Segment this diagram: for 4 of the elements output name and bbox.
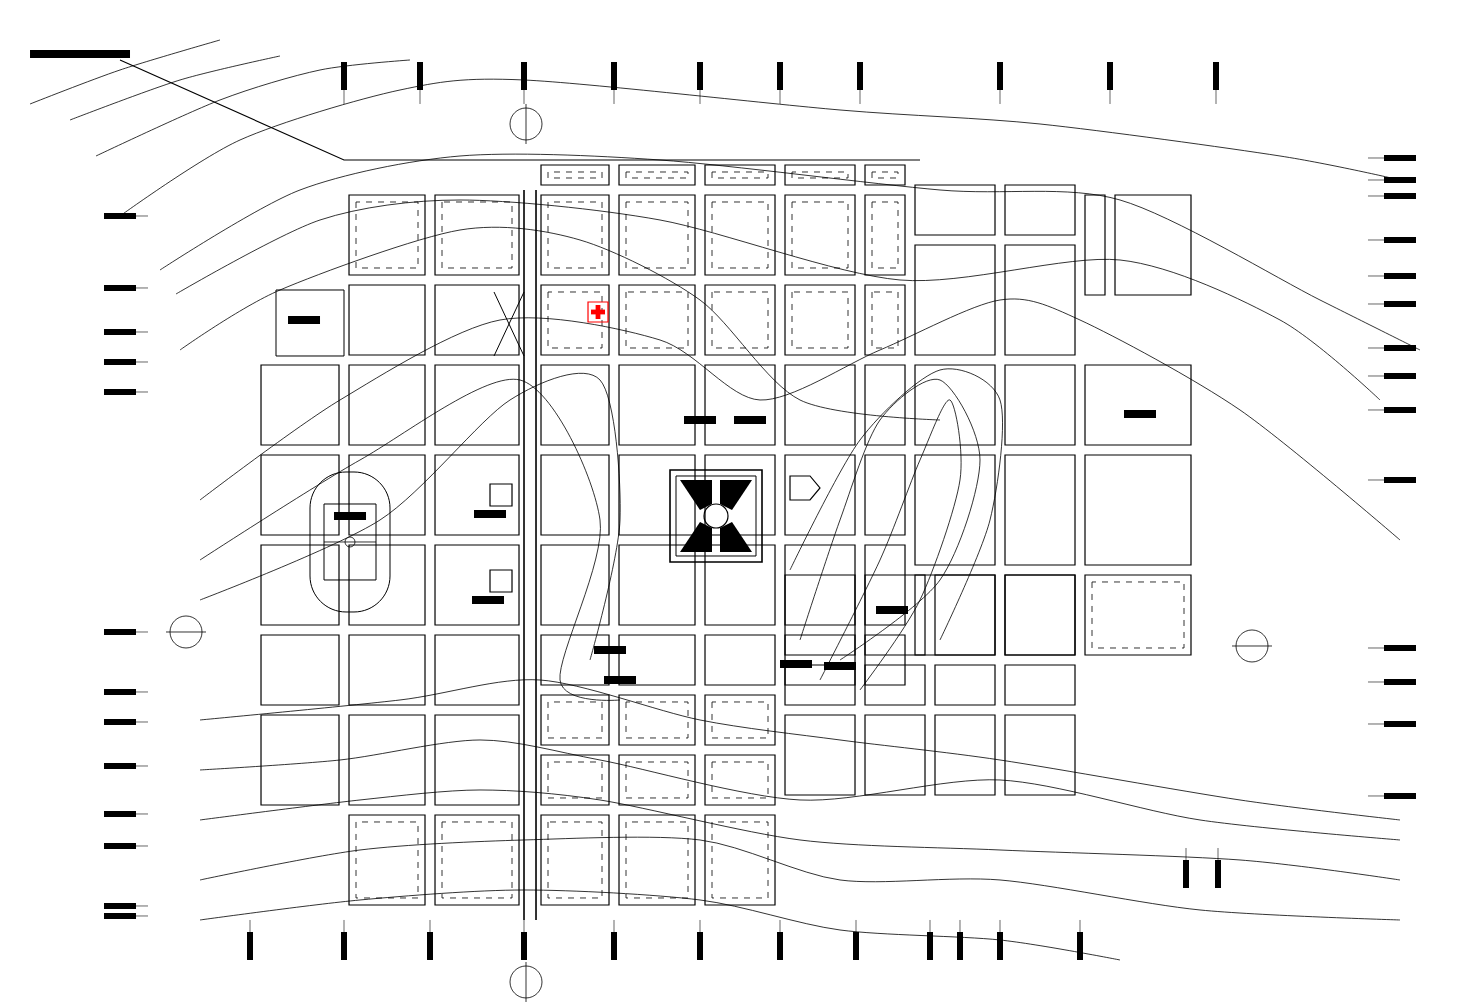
- axis-bubble: [509, 961, 543, 1003]
- axis-bubble: [1231, 629, 1273, 663]
- axis-bubble: [165, 615, 207, 649]
- axis-bubble: [509, 103, 543, 145]
